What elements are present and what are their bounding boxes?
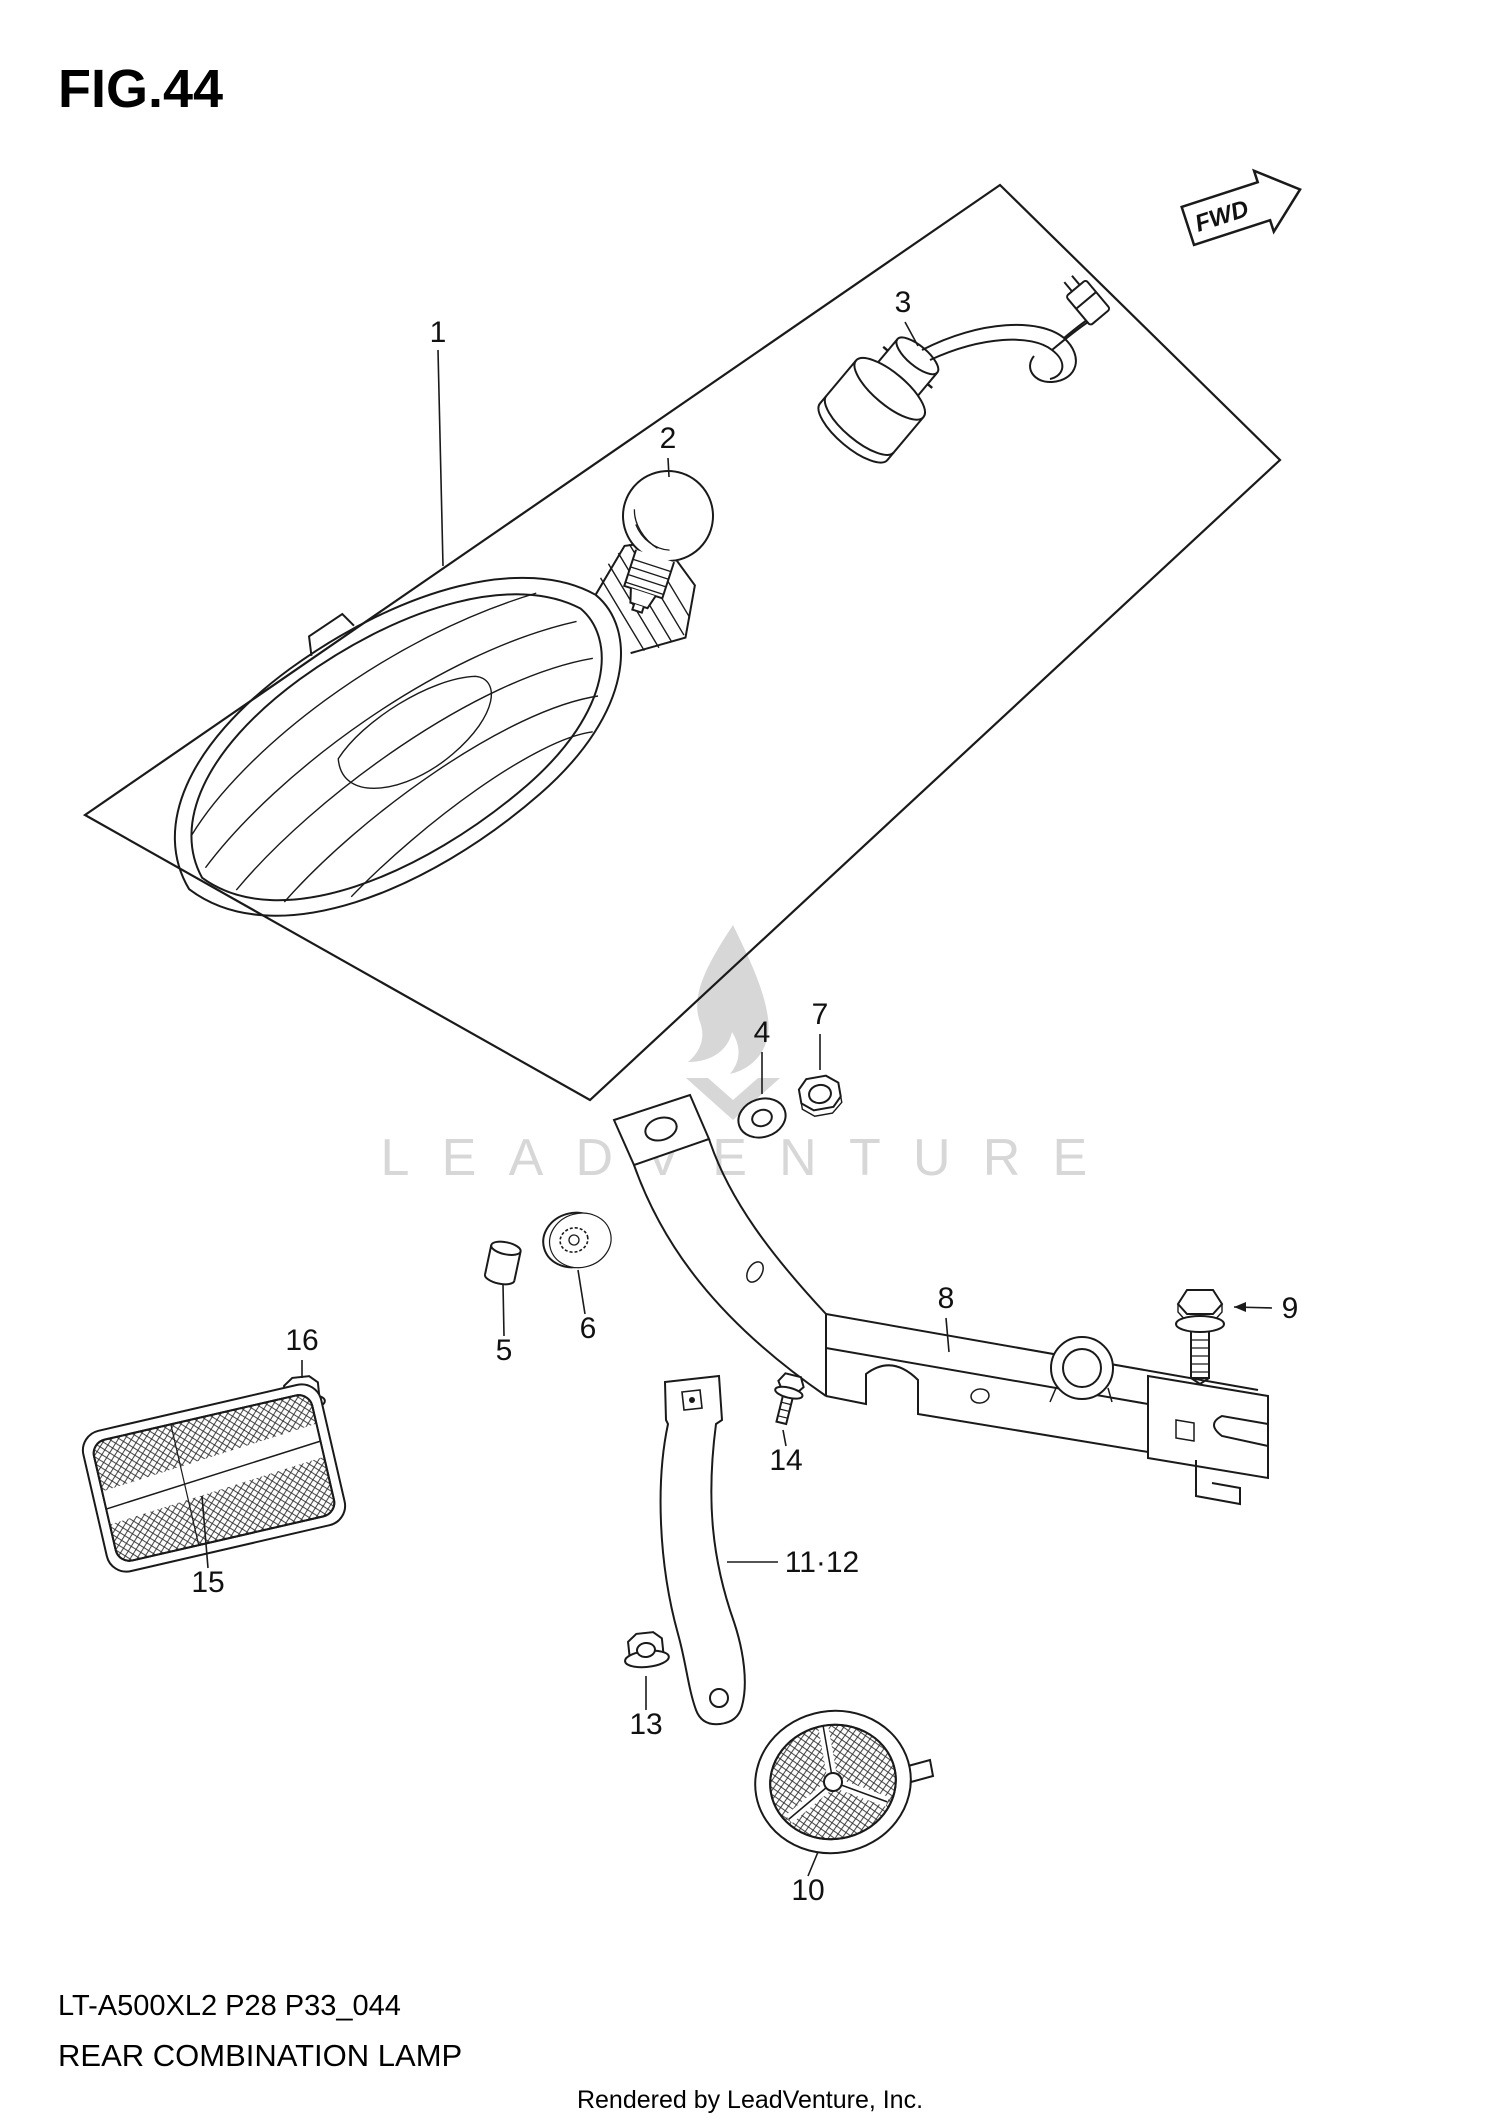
part-10-round-reflector-drawing [754, 1709, 935, 1855]
callout-14-label: 14 [769, 1444, 802, 1477]
part-6-grommet-drawing [542, 1211, 612, 1269]
callout-1-label: 1 [430, 316, 447, 349]
callout-5-label: 5 [496, 1334, 513, 1367]
part-9-bolt-drawing [1175, 1289, 1225, 1386]
callout-10-leader [807, 1851, 819, 1877]
part-5-spacer-drawing [483, 1240, 522, 1286]
callout-15-leader [201, 1495, 209, 1569]
footer-part-code: LT-A500XL2 P28 P33_044 [58, 1990, 401, 2022]
footer-diagram-title: REAR COMBINATION LAMP [58, 2038, 463, 2073]
part-7-nut-drawing [797, 1074, 843, 1117]
callout-15-label: 15 [191, 1566, 224, 1599]
callout-7-label: 7 [812, 998, 829, 1031]
callout-4-label: 4 [754, 1016, 771, 1049]
callout-6-leader [577, 1269, 586, 1315]
figure-title: FIG.44 [58, 59, 224, 119]
callout-labels: 1 2 3 4 5 6 7 8 9 10 11·12 13 14 15 16 [191, 286, 1298, 1907]
callout-5-leader [502, 1283, 505, 1337]
part-15-rect-reflector-drawing [81, 1383, 347, 1573]
callout-leader-lines [201, 321, 1273, 1877]
callout-8-leader [945, 1317, 950, 1353]
callout-11-12-label: 11·12 [785, 1546, 860, 1579]
part-8-bracket-drawing [612, 1093, 1269, 1506]
part-2-bulb-drawing [622, 470, 714, 614]
watermark-flame-icon [686, 925, 780, 1120]
callout-9-arrowhead [1234, 1302, 1246, 1312]
part-11-12-strap-drawing [659, 1374, 746, 1726]
callout-3-leader [904, 321, 919, 347]
part-1-lamp-assembly-drawing [173, 539, 696, 917]
part-13-nut-drawing [624, 1631, 670, 1669]
footer-credit: Rendered by LeadVenture, Inc. [576, 2086, 924, 2114]
fwd-icon: FWD [1180, 168, 1302, 247]
watermark-text: LEADVENTURE [380, 1129, 1120, 1187]
callout-16-label: 16 [285, 1324, 318, 1357]
part-14-screw-drawing [774, 1372, 805, 1426]
wiring-harness [921, 313, 1097, 384]
callout-14-leader [782, 1429, 787, 1447]
part-3-socket-drawing [817, 275, 1111, 464]
callout-13-label: 13 [629, 1708, 662, 1741]
callout-8-label: 8 [938, 1282, 955, 1315]
part-4-washer-drawing [737, 1097, 787, 1139]
callout-2-leader [667, 457, 670, 478]
assembly-box-outline [82, 183, 1282, 1102]
callout-2-label: 2 [660, 422, 677, 455]
wire-connector [1063, 275, 1111, 326]
callout-3-label: 3 [895, 286, 912, 319]
callout-6-label: 6 [580, 1312, 597, 1345]
callout-1-leader [437, 349, 444, 567]
callout-10-label: 10 [791, 1874, 824, 1907]
callout-9-label: 9 [1282, 1292, 1299, 1325]
